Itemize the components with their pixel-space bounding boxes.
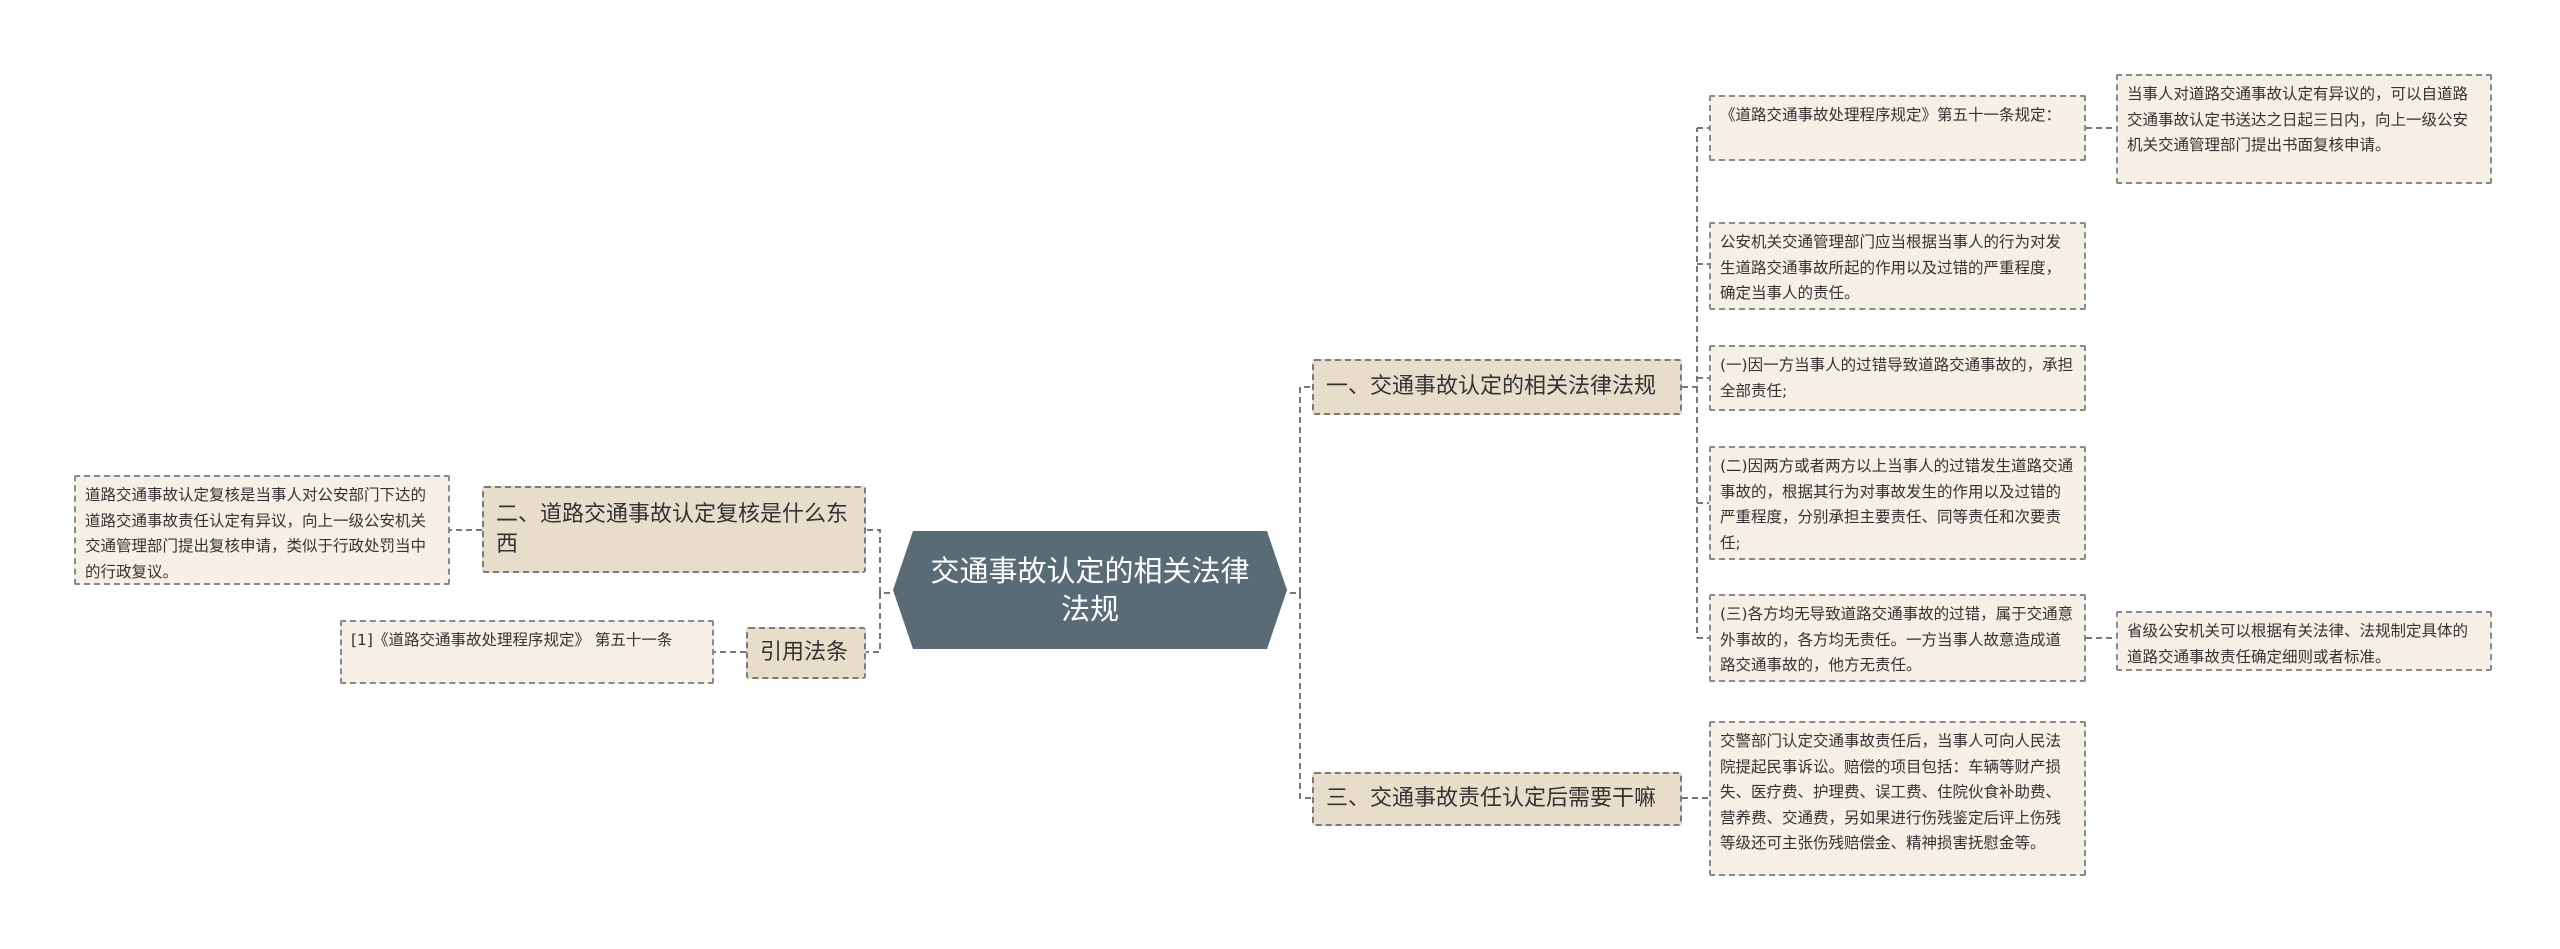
branch-label: 三、交通事故责任认定后需要干嘛 (1326, 786, 1657, 811)
root-topic[interactable]: 交通事故认定的相关法律法规 (893, 531, 1287, 649)
connector-b1-leaves (1682, 128, 1698, 638)
connector-root-b3 (866, 593, 881, 653)
leaf-review-application[interactable]: 当事人对道路交通事故认定有异议的，可以自道路交通事故认定书送达之日起三日内，向上… (2116, 74, 2492, 184)
branch-label: 二、道路交通事故认定复核是什么东西 (496, 501, 849, 557)
branch-label: 一、交通事故认定的相关法律法规 (1326, 374, 1657, 399)
connector-root-b4 (1299, 593, 1312, 799)
branch-legal-basis[interactable]: 一、交通事故认定的相关法律法规 (1312, 359, 1682, 415)
connector-root-b2 (866, 529, 900, 594)
leaf-civil-litigation[interactable]: 交警部门认定交通事故责任后，当事人可向人民法院提起民事诉讼。赔偿的项目包括：车辆… (1709, 721, 2086, 876)
branch-label: 引用法条 (760, 640, 849, 665)
leaf-shared-responsibility[interactable]: (二)因两方或者两方以上当事人的过错发生道路交通事故的，根据其行为对事故发生的作… (1709, 446, 2086, 560)
branch-cited-law[interactable]: 引用法条 (746, 627, 866, 679)
leaf-review-explanation[interactable]: 道路交通事故认定复核是当事人对公安部门下达的道路交通事故责任认定有异议，向上一级… (74, 475, 450, 585)
root-title: 交通事故认定的相关法律法规 (930, 554, 1250, 626)
connector-root-b1 (1280, 386, 1312, 594)
leaf-full-responsibility[interactable]: (一)因一方当事人的过错导致道路交通事故的，承担全部责任; (1709, 345, 2086, 411)
leaf-responsibility-principle[interactable]: 公安机关交通管理部门应当根据当事人的行为对发生道路交通事故所起的作用以及过错的严… (1709, 222, 2086, 310)
leaf-no-fault-accident[interactable]: (三)各方均无导致道路交通事故的过错，属于交通意外事故的，各方均无责任。一方当事… (1709, 594, 2086, 682)
leaf-regulation-article-51[interactable]: 《道路交通事故处理程序规定》第五十一条规定： (1709, 95, 2086, 161)
leaf-provincial-rules[interactable]: 省级公安机关可以根据有关法律、法规制定具体的道路交通事故责任确定细则或者标准。 (2116, 611, 2492, 671)
leaf-citation[interactable]: [1]《道路交通事故处理程序规定》 第五十一条 (340, 620, 714, 684)
branch-review-definition[interactable]: 二、道路交通事故认定复核是什么东西 (482, 486, 866, 573)
branch-after-determination[interactable]: 三、交通事故责任认定后需要干嘛 (1312, 772, 1682, 826)
